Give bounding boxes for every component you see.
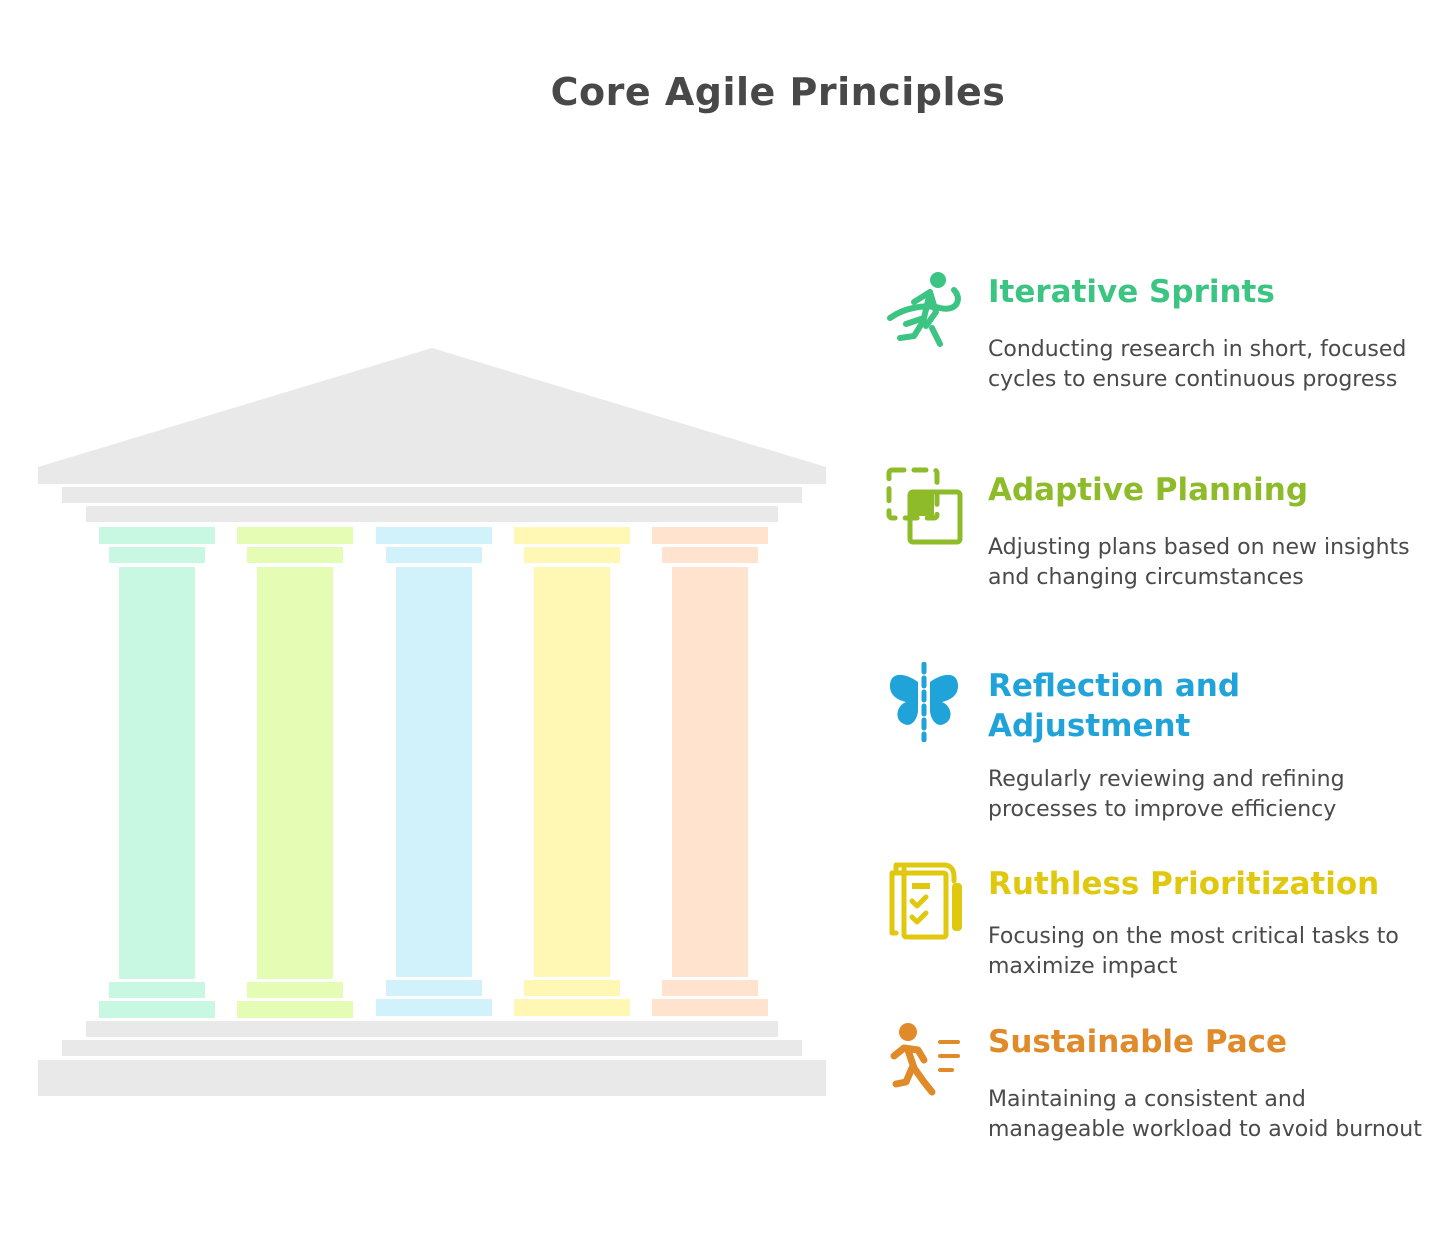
temple-stylobate-middle (62, 1040, 802, 1056)
pillar-2-shaft (257, 567, 333, 979)
pillar-3-shaft (396, 567, 472, 977)
principle-title: Reflection and Adjustment (988, 668, 1241, 744)
pillar-2-base-bottom (237, 1001, 353, 1018)
temple-entablature-upper (62, 487, 802, 503)
pillar-2-capital-bottom (247, 547, 343, 563)
principle-title: Adaptive Planning (988, 472, 1309, 508)
pillar-2 (237, 527, 353, 1018)
principle-title: Ruthless Prioritization (988, 866, 1380, 902)
pillar-1-capital-bottom (109, 547, 205, 563)
running-person-icon (890, 1023, 960, 1096)
principle-description: Focusing on the most critical tasks to m… (988, 924, 1399, 979)
pillar-1-capital-top (99, 527, 215, 544)
pillar-1 (99, 527, 215, 1018)
principle-description: Adjusting plans based on new insights an… (988, 535, 1410, 590)
principle-description: Regularly reviewing and refining process… (988, 767, 1345, 822)
pillar-3 (376, 527, 492, 1016)
temple-stylobate-base (38, 1060, 826, 1096)
pillar-4 (514, 527, 630, 1016)
pillar-5-shaft (672, 567, 748, 977)
runner-ribbon-icon (887, 272, 961, 347)
pillar-5-capital-bottom (662, 547, 758, 563)
pillar-4-capital-top (514, 527, 630, 544)
temple-stylobate-upper (86, 1021, 778, 1037)
page-title: Core Agile Principles (550, 70, 1006, 114)
dashed-square-shift-icon (886, 467, 963, 545)
temple-entablature-lower (86, 506, 778, 522)
checklist-clipboard-icon (889, 862, 962, 940)
pillar-4-base-top (524, 980, 620, 996)
temple-roof (38, 348, 826, 484)
pillar-4-capital-bottom (524, 547, 620, 563)
pillar-5-base-bottom (652, 999, 768, 1016)
pillar-4-base-bottom (514, 999, 630, 1016)
pillar-1-shaft (119, 567, 195, 979)
pillar-1-base-top (109, 982, 205, 998)
pillar-2-capital-top (237, 527, 353, 544)
principle-title: Iterative Sprints (988, 274, 1275, 310)
principle-description: Maintaining a consistent and manageable … (988, 1087, 1422, 1142)
pillar-3-base-top (386, 980, 482, 996)
temple-diagram (38, 348, 826, 1096)
pillar-5-capital-top (652, 527, 768, 544)
pillar-5 (652, 527, 768, 1016)
pillar-3-capital-bottom (386, 547, 482, 563)
pillar-2-base-top (247, 982, 343, 998)
pillar-4-shaft (534, 567, 610, 977)
pillar-3-base-bottom (376, 999, 492, 1016)
butterfly-symmetry-icon (890, 662, 958, 742)
pillar-5-base-top (662, 980, 758, 996)
principle-description: Conducting research in short, focused cy… (988, 337, 1407, 392)
pillar-3-capital-top (376, 527, 492, 544)
pillar-1-base-bottom (99, 1001, 215, 1018)
principle-title: Sustainable Pace (988, 1024, 1288, 1060)
